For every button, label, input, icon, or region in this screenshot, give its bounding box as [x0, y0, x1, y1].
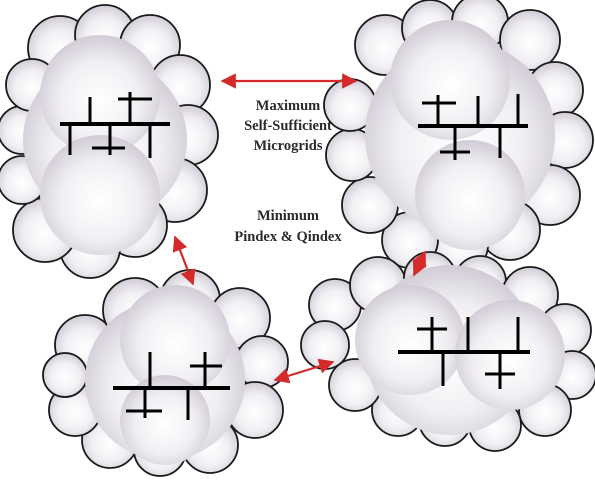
label-line: Self-Sufficient [244, 118, 332, 134]
objective-min-label: Minimum Pindex & Qindex [234, 208, 342, 245]
label-line: Microgrids [254, 138, 323, 154]
bus-symbol [398, 317, 530, 389]
label-line: Minimum [257, 208, 319, 224]
arrow-top-right-to-bottom-right [412, 250, 427, 277]
objective-max-label: Maximum Self-Sufficient Microgrids [244, 98, 332, 154]
arrow-top-left-to-bottom-left [172, 235, 196, 286]
bus-symbol [113, 352, 230, 420]
connection-arrows [172, 73, 427, 384]
label-line: Pindex & Qindex [234, 229, 342, 245]
bus-symbol [418, 94, 528, 160]
microgrid-cloud-bottom-left [42, 269, 289, 477]
microgrid-cloud-top-right [323, 0, 594, 274]
microgrid-cloud-bottom-right [300, 251, 595, 452]
label-line: Maximum [256, 98, 320, 114]
arrow-bottom-left-to-bottom-right [273, 358, 335, 384]
bus-symbol [60, 92, 170, 158]
microgrid-cloud-top-left [0, 4, 219, 279]
